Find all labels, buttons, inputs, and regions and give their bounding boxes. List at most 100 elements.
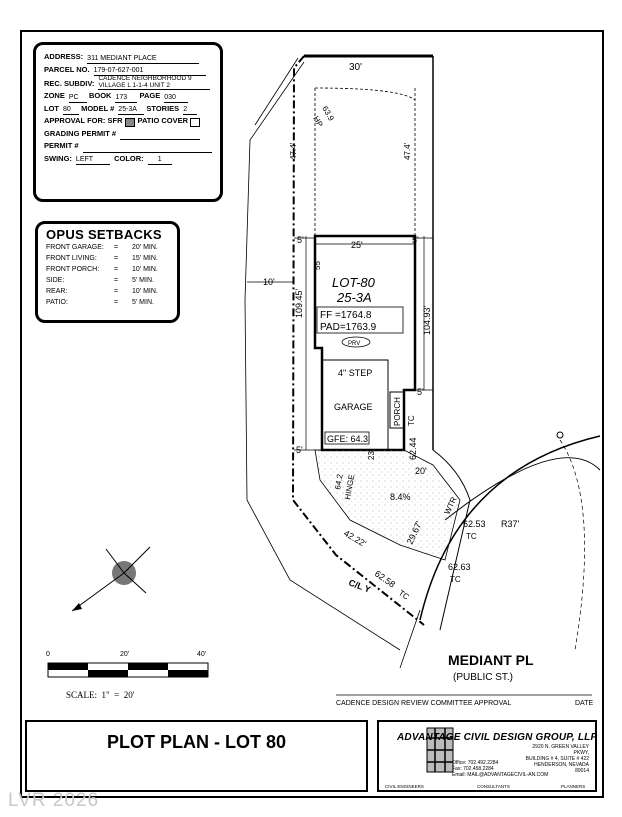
sfr-label: SFR: [107, 116, 123, 125]
drawing-sheet-border: [20, 30, 604, 798]
property-info-box: ADDRESS:311 MEDIANT PLACE PARCEL NO.179-…: [33, 42, 223, 202]
hinge-label: HINGE: [343, 474, 356, 501]
title-block: PLOT PLAN - LOT 80: [25, 720, 368, 792]
company-contact: Office: 702.492.2284 Fax: 702.458.2284 E…: [452, 760, 548, 778]
zone-label: ZONE: [44, 91, 65, 100]
setback-label: FRONT GARAGE:: [46, 244, 104, 251]
tc-right: TC: [407, 415, 416, 426]
company-footer-civil: CIVIL ENGINEERS: [385, 784, 424, 789]
company-fax: Fax: 702.458.2284: [452, 766, 494, 772]
dim-6244: 62.44: [408, 437, 418, 460]
street-arc-right: [559, 439, 585, 651]
setback-row: PATIO:=5' MIN.: [46, 297, 169, 308]
review-approval-label: CADENCE DESIGN REVIEW COMMITTEE APPROVAL: [336, 700, 512, 707]
setback-label: FRONT PORCH:: [46, 266, 100, 273]
five-left-bottom: 5': [296, 445, 303, 455]
prv-marker: [341, 336, 371, 348]
setback-eq: =: [114, 299, 119, 306]
setback-row: FRONT LIVING:=15' MIN.: [46, 253, 169, 264]
dim-6258: 62.58: [373, 568, 397, 589]
model-value: 25-3A: [118, 105, 145, 115]
slope-label: 8.4%: [390, 492, 411, 502]
permit-label: PERMIT #: [44, 141, 79, 150]
setback-eq: =: [114, 244, 119, 251]
dim-55: 55': [313, 259, 322, 270]
scale-segment: [128, 663, 168, 670]
dim-10: 10': [263, 277, 275, 287]
company-name: ADVANTAGE CIVIL DESIGN GROUP, LLP: [397, 732, 598, 743]
approval-label: APPROVAL FOR:: [44, 116, 106, 125]
dim-4222: 42.22': [342, 528, 368, 549]
scale-tick-40: 40': [197, 651, 207, 658]
subdiv-line-1: CADENCE NEIGHBORHOOD 9: [98, 75, 192, 82]
drawing-title: PLOT PLAN - LOT 80: [106, 732, 286, 752]
watermark: LVR 2026: [8, 790, 100, 811]
dim-109: 109.45': [294, 288, 304, 318]
company-footer-planners: PLANNERS: [561, 784, 586, 789]
setback-value: 10' MIN.: [132, 266, 158, 273]
dim-right-top: 47.4': [403, 142, 412, 160]
color-value: 1: [147, 155, 172, 165]
setback-value: 20' MIN.: [132, 244, 158, 251]
scale-segment: [88, 670, 128, 677]
page-label: PAGE: [139, 91, 161, 100]
driveway: [314, 449, 461, 561]
book-value: 173: [115, 93, 138, 103]
curb-arc-outer: [432, 449, 471, 631]
dim-left-top: 47.4': [289, 142, 298, 160]
dim-6253: 62.53: [463, 519, 486, 529]
porch-label: PORCH: [393, 397, 402, 426]
five-right-top: 5': [412, 235, 419, 245]
easement-line-left: [244, 61, 401, 651]
subdiv-line-2: VILLAGE L 1-1-4 UNIT 2: [98, 81, 170, 89]
setback-row: SIDE:=5' MIN.: [46, 275, 169, 286]
grading-row: GRADING PERMIT #: [44, 128, 212, 140]
model-label: MODEL #: [81, 103, 115, 113]
stories-value: 2: [183, 105, 198, 115]
setback-row: FRONT GARAGE: = 20' MIN.: [46, 242, 169, 253]
step-label: 4" STEP: [338, 368, 372, 378]
elevation-box: [316, 306, 404, 334]
easement-line-inner: [254, 57, 299, 126]
tc-2: TC: [450, 575, 461, 584]
scale-bar: [47, 662, 209, 678]
porch-box: [389, 391, 405, 429]
dim-top: 30': [349, 62, 362, 73]
company-logo-icon: [426, 727, 454, 773]
permit-row: PERMIT #: [44, 140, 212, 153]
book-label: BOOK: [88, 91, 112, 100]
scale-tick-20: 20': [120, 651, 130, 658]
company-address: 2920 N. GREEN VALLEY PKWY, BUILDING # 4,…: [519, 744, 589, 774]
company-block: ADVANTAGE CIVIL DESIGN GROUP, LLP 2920 N…: [377, 720, 597, 792]
lot-value: 80: [63, 105, 79, 115]
hp-label: HP: [311, 115, 324, 129]
five-porch: 5': [417, 387, 424, 397]
street-arc-main: [419, 435, 601, 621]
dim-20: 20': [415, 466, 427, 476]
parcel-row: PARCEL NO.179-07-627-001: [44, 64, 212, 76]
dim-23: 23': [367, 449, 376, 460]
lot-model: 25-3A: [336, 290, 372, 305]
setback-row: FRONT PORCH: = 10' MIN.: [46, 264, 169, 275]
setback-label: SIDE:: [46, 277, 65, 284]
setback-eq: =: [114, 288, 119, 295]
setbacks-title: OPUS SETBACKS: [46, 227, 162, 242]
curb-arc-inner: [444, 457, 601, 521]
setback-eq: =: [114, 266, 119, 273]
hydrant-icon: [556, 431, 564, 439]
street-name: MEDIANT PL: [448, 652, 534, 668]
sfr-checkbox: [124, 117, 135, 127]
pad-elevation: PAD=1763.9: [320, 322, 377, 333]
garage-interior-line: [321, 348, 389, 450]
scale-tick-0: 0: [46, 651, 50, 658]
swing-label: SWING:: [44, 153, 72, 163]
dim-6263: 62.63: [448, 562, 471, 572]
company-office: Office: 702.492.2284: [452, 760, 499, 766]
north-arrow-icon: [71, 546, 151, 612]
setback-value: 5' MIN.: [132, 299, 154, 306]
company-address-line: 89014: [575, 768, 589, 774]
